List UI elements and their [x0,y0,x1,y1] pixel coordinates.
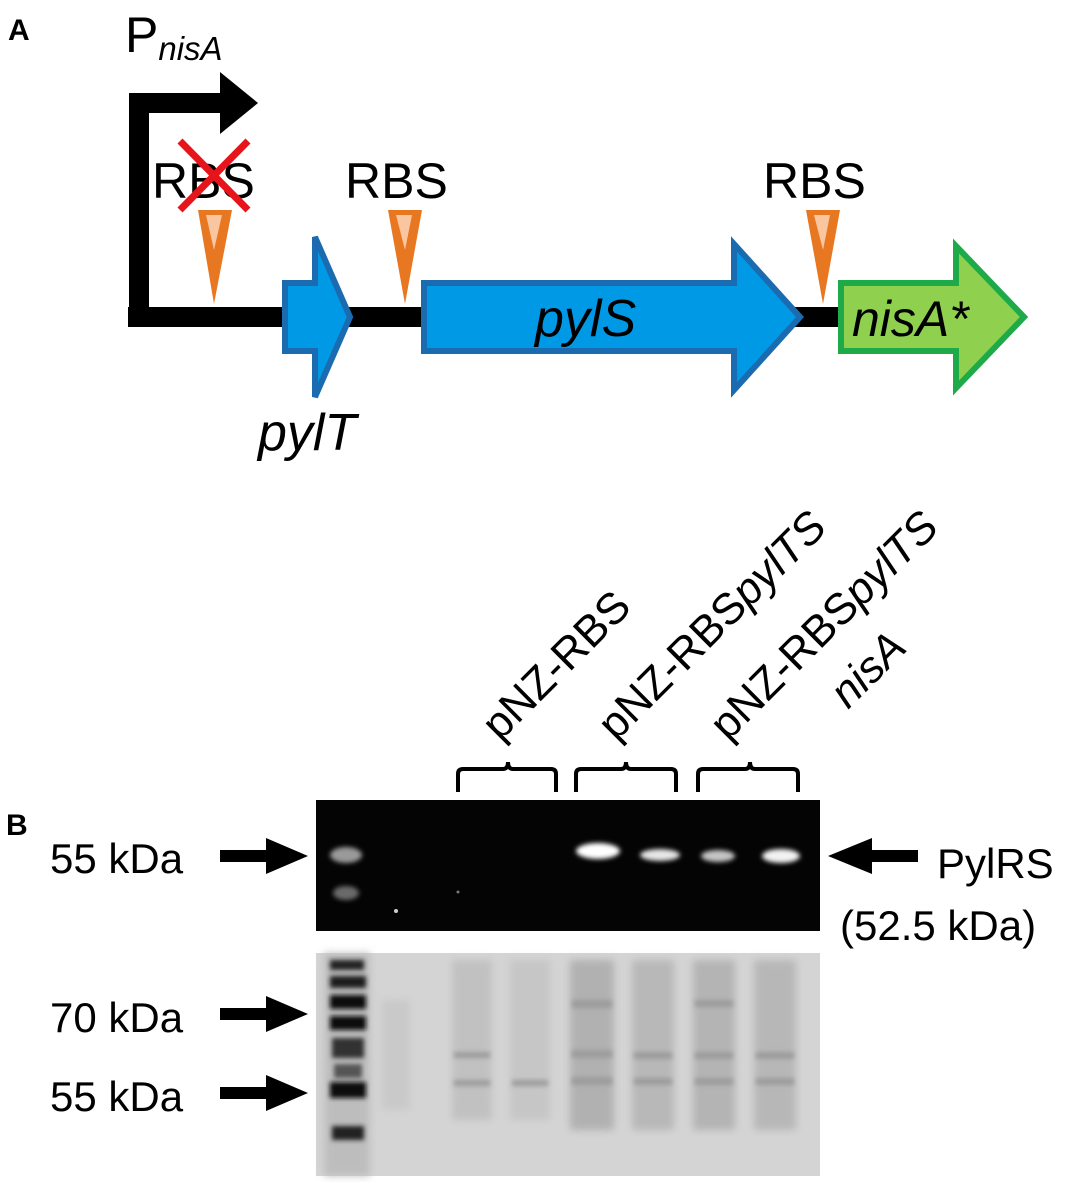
nisA-arrow [838,238,1029,396]
lane-bracket-2 [574,761,678,792]
pylT-arrow [282,235,354,399]
pylS-arrow [421,236,805,398]
promoter-arrow [129,72,258,317]
nisA-label: nisA* [852,291,970,347]
pylrs-size-label: (52.5 kDa) [840,902,1036,949]
stain-marker-label-55: 55 kDa [50,1073,184,1120]
pylS-label: pylS [533,290,636,348]
panel-b-label: B [6,809,28,842]
loading-control-gel [316,953,820,1176]
lane-bracket-3 [696,761,800,792]
western-marker-label: 55 kDa [50,835,184,882]
panel-a-label: A [8,14,30,47]
pylrs-label: PylRS [937,840,1054,887]
rbs-label-pylS: RBS [345,153,448,209]
promoter-label: PnisA [125,7,223,67]
stain-marker-arrow-70 [220,996,308,1032]
pylT-label: pylT [256,404,359,462]
stain-marker-arrow-55 [220,1075,308,1111]
rbs-label-nisA: RBS [763,153,866,209]
deletion-cross-icon [177,138,251,213]
western-marker-arrow [220,838,308,874]
rbs-marker-1 [198,210,232,304]
lane-bracket-1 [456,761,558,792]
western-blot [316,800,820,931]
pylrs-pointer-arrow [828,838,918,874]
stain-marker-label-70: 70 kDa [50,994,184,1041]
rbs-marker-3 [806,210,840,304]
rbs-marker-2 [388,210,422,304]
